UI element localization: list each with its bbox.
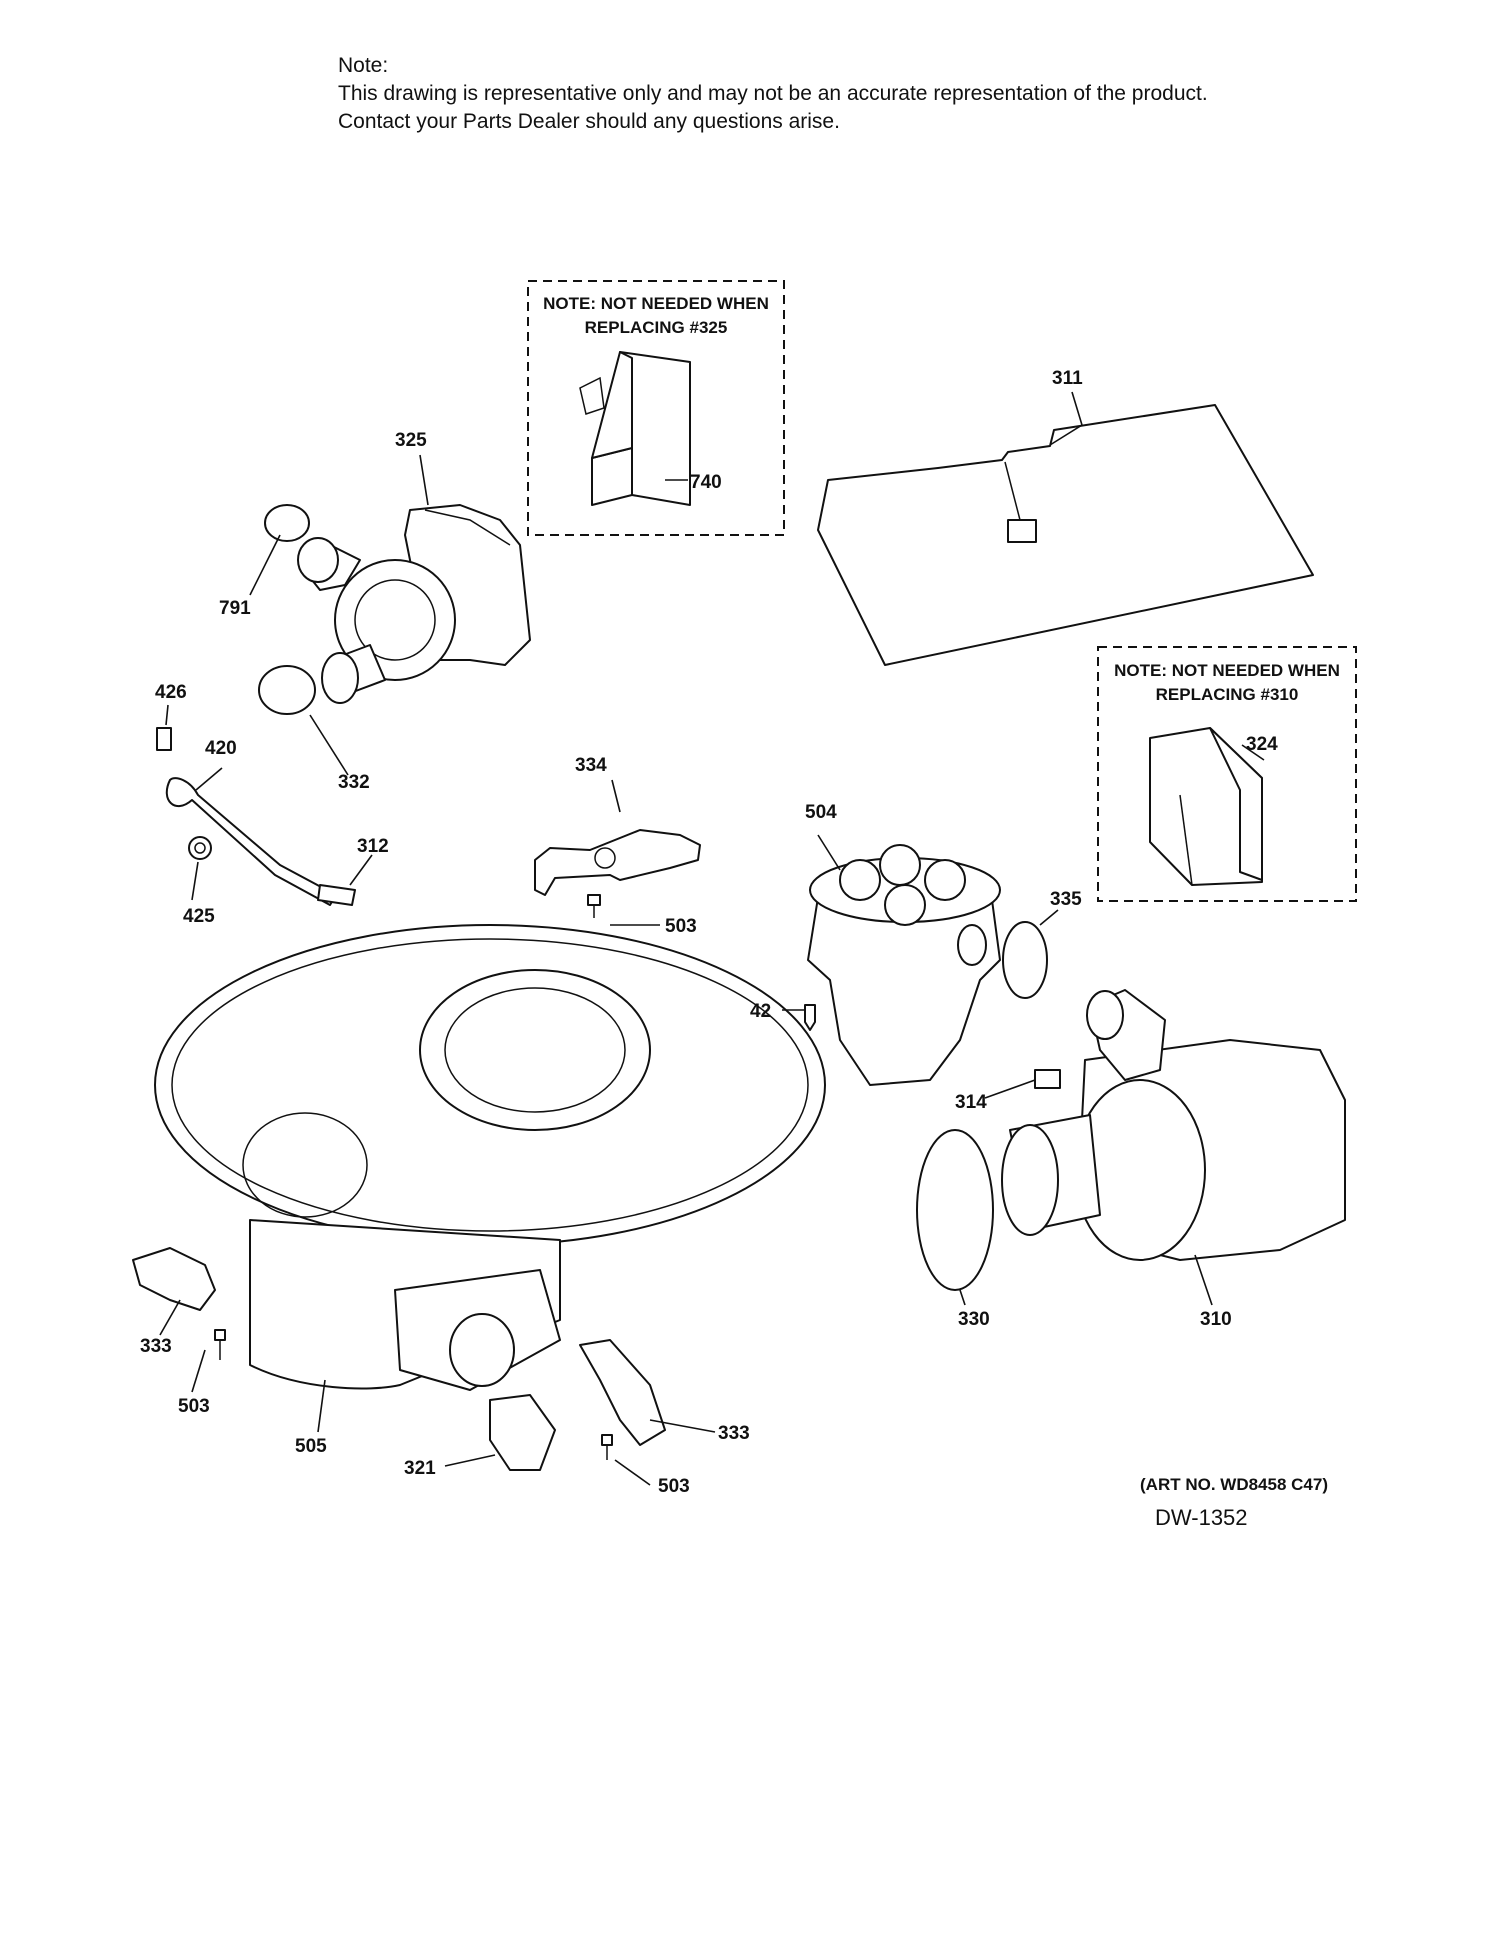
label-333-left: 333 xyxy=(140,1336,172,1357)
label-420: 420 xyxy=(205,738,237,759)
part-311-insulation xyxy=(817,404,1314,666)
label-503-left: 503 xyxy=(178,1396,210,1417)
label-332: 332 xyxy=(338,772,370,793)
label-312: 312 xyxy=(357,836,389,857)
label-334: 334 xyxy=(575,755,607,776)
note-line-1: This drawing is representative only and … xyxy=(338,82,1208,105)
label-330: 330 xyxy=(958,1309,990,1330)
disclaimer-note: Note: This drawing is representative onl… xyxy=(338,52,1208,136)
label-426: 426 xyxy=(155,682,187,703)
label-335: 335 xyxy=(1050,889,1082,910)
label-325: 325 xyxy=(395,430,427,451)
part-334-bracket xyxy=(534,829,701,896)
part-42-screw xyxy=(804,1004,816,1031)
part-503-screw-top xyxy=(587,894,601,906)
drawing-id: DW-1352 xyxy=(1155,1505,1248,1530)
label-333-right: 333 xyxy=(718,1423,750,1444)
art-number: (ART NO. WD8458 C47) xyxy=(1140,1475,1328,1494)
label-503-bottom: 503 xyxy=(658,1476,690,1497)
part-332-clamp xyxy=(258,665,316,715)
part-425-grommet xyxy=(188,836,212,860)
leader-lines xyxy=(159,391,1265,1486)
part-503-screw-left xyxy=(214,1329,226,1341)
part-330-clamp xyxy=(916,1129,994,1291)
label-505: 505 xyxy=(295,1436,327,1457)
part-504-diverter xyxy=(807,844,1001,1086)
label-503-top: 503 xyxy=(665,916,697,937)
note-heading: Note: xyxy=(338,54,389,77)
part-333-bracket-left xyxy=(132,1247,216,1311)
note-box-310-line-2: REPLACING #310 xyxy=(1156,685,1299,704)
label-311: 311 xyxy=(1052,368,1083,389)
note-line-2: Contact your Parts Dealer should any que… xyxy=(338,110,840,133)
part-325-drain-pump xyxy=(297,504,531,704)
part-314-label xyxy=(1034,1069,1061,1089)
part-503-screw-bottom xyxy=(601,1434,613,1446)
note-box-325-line-1: NOTE: NOT NEEDED WHEN xyxy=(543,294,769,313)
label-314: 314 xyxy=(955,1092,987,1113)
part-426-screw xyxy=(156,727,172,751)
part-312-connector xyxy=(317,884,356,906)
label-425: 425 xyxy=(183,906,215,927)
label-740: 740 xyxy=(690,472,722,493)
part-505-sump xyxy=(154,924,826,1391)
part-321-sensor xyxy=(489,1394,556,1471)
note-box-310: NOTE: NOT NEEDED WHEN REPLACING #310 xyxy=(1097,646,1357,902)
note-box-325-line-2: REPLACING #325 xyxy=(585,318,728,337)
note-box-325: NOTE: NOT NEEDED WHEN REPLACING #325 xyxy=(527,280,785,536)
note-box-310-line-1: NOTE: NOT NEEDED WHEN xyxy=(1114,661,1340,680)
label-42: 42 xyxy=(750,1001,771,1022)
label-504: 504 xyxy=(805,802,837,823)
part-740-cover xyxy=(579,351,691,506)
label-791: 791 xyxy=(219,598,251,619)
part-310-circulation-pump xyxy=(1001,989,1346,1261)
part-324-cover xyxy=(1149,727,1263,886)
part-791-clamp xyxy=(264,504,310,542)
part-335-clamp xyxy=(1002,921,1048,999)
part-labels: 325 740 311 791 426 420 332 334 504 324 … xyxy=(140,368,1278,1497)
part-311-tab xyxy=(1007,519,1037,543)
part-333-bracket-right xyxy=(579,1339,666,1446)
label-321: 321 xyxy=(404,1458,436,1479)
label-324: 324 xyxy=(1246,734,1278,755)
part-420-hose xyxy=(165,777,337,906)
label-310: 310 xyxy=(1200,1309,1232,1330)
